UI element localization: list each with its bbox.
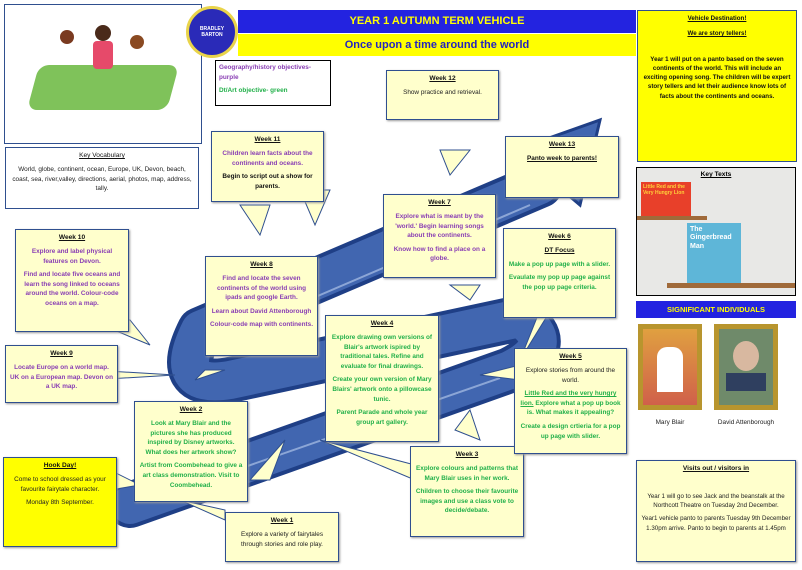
destination-text: Year 1 will put on a panto based on the … bbox=[643, 55, 791, 100]
colour-key: Geography/history objectives- purple Dt/… bbox=[215, 60, 331, 106]
week-6-text-1: Make a pop up page with a slider. bbox=[508, 260, 611, 268]
week-11-text-1: Children learn facts about the continent… bbox=[222, 149, 313, 167]
vocab-text: World, globe, continent, ocean, Europe, … bbox=[12, 165, 192, 193]
key-texts-title: Key Texts bbox=[700, 171, 732, 178]
week-10-text-2: Find and locate five oceans and learn th… bbox=[23, 271, 121, 307]
week-11-box: Week 11 Children learn facts about the c… bbox=[211, 131, 324, 202]
key-texts: Key Texts Little Red and the Very Hungry… bbox=[636, 167, 796, 296]
week-6-box: Week 6 DT Focus Make a pop up page with … bbox=[503, 228, 616, 318]
week-3-box: Week 3 Explore colours and patterns that… bbox=[410, 446, 524, 537]
week-4-text-3: Parent Parade and whole year group art g… bbox=[336, 409, 428, 426]
vocab-title: Key Vocabulary bbox=[79, 152, 125, 159]
book-little-red: Little Red and the Very Hungry Lion bbox=[641, 182, 691, 216]
visits-text-2: Year1 vehicle panto to parents Tuesday 9… bbox=[641, 515, 791, 532]
significant-individuals-title: SIGNIFICANT INDIVIDUALS bbox=[636, 301, 796, 318]
school-logo-text: BRADLEY BARTON bbox=[199, 26, 225, 38]
individual-name-david-attenborough: David Attenborough bbox=[717, 419, 775, 426]
week-6-text-2: Evaulate my pop up page against the pop … bbox=[508, 274, 611, 291]
book-gingerbread-man: The Gingerbread Man bbox=[687, 223, 741, 283]
week-2-text-2: Artist from Coombehead to give a art cla… bbox=[139, 462, 243, 489]
week-5-text-1: Explore stories from around the world. bbox=[525, 366, 616, 384]
week-12-title: Week 12 bbox=[429, 75, 456, 82]
week-3-text-1: Explore colours and patterns that Mary B… bbox=[416, 464, 518, 482]
key-geography: Geography/history objectives- purple bbox=[219, 64, 311, 81]
week-10-text-1: Explore and label physical features on D… bbox=[31, 247, 113, 265]
visits-text-1: Year 1 will go to see Jack and the beans… bbox=[647, 492, 785, 510]
week-5-box: Week 5 Explore stories from around the w… bbox=[514, 348, 627, 454]
week-13-title: Week 13 bbox=[548, 141, 576, 148]
week-11-text-2: Begin to script out a show for parents. bbox=[222, 173, 313, 190]
visits-box: Visits out / visitors in Year 1 will go … bbox=[636, 460, 796, 562]
week-8-text-2: Learn about David Attenborough bbox=[211, 307, 312, 315]
week-7-text-2: Know how to find a place on a globe. bbox=[393, 245, 486, 263]
week-13-text: Panto week to parents! bbox=[527, 154, 597, 162]
week-1-box: Week 1 Explore a variety of fairytales t… bbox=[225, 512, 339, 562]
david-attenborough-portrait bbox=[714, 324, 778, 410]
week-4-text-1: Explore drawing own versions of Blair's … bbox=[331, 333, 433, 370]
school-logo: BRADLEY BARTON bbox=[186, 6, 238, 58]
children-reading-image bbox=[4, 4, 202, 144]
vehicle-destination: Vehicle Destination! We are story teller… bbox=[637, 10, 797, 162]
week-12-box: Week 12 Show practice and retrieval. bbox=[386, 70, 499, 120]
week-6-title: Week 6 bbox=[548, 233, 571, 240]
page-title: YEAR 1 AUTUMN TERM VEHICLE bbox=[238, 10, 636, 33]
hook-title: Hook Day! bbox=[43, 462, 77, 469]
week-6-subtitle: DT Focus bbox=[544, 246, 575, 254]
week-11-title: Week 11 bbox=[254, 136, 281, 143]
week-12-text: Show practice and retrieval. bbox=[403, 88, 482, 96]
week-5-book-link: Little Red and the very hungry lion. bbox=[520, 390, 617, 407]
week-2-text-1: Look at Mary Blair and the pictures she … bbox=[145, 419, 237, 456]
week-9-box: Week 9 Locate Europe on a world map. UK … bbox=[5, 345, 118, 403]
week-4-text-2: Create your own version of Mary Blairs' … bbox=[332, 376, 432, 403]
week-8-title: Week 8 bbox=[250, 261, 273, 268]
week-10-box: Week 10 Explore and label physical featu… bbox=[15, 229, 129, 332]
week-9-text: Locate Europe on a world map. UK on a Eu… bbox=[10, 363, 113, 391]
week-7-title: Week 7 bbox=[428, 199, 451, 206]
key-art: Dt/Art objective- green bbox=[219, 87, 288, 95]
week-8-text-3: Colour-code map with continents. bbox=[210, 321, 313, 329]
week-8-text-1: Find and locate the seven continents of … bbox=[216, 274, 307, 302]
week-2-box: Week 2 Look at Mary Blair and the pictur… bbox=[134, 401, 248, 502]
week-7-text-1: Explore what is meant by the 'world.' Be… bbox=[395, 212, 484, 240]
hook-text-1: Come to school dressed as your favourite… bbox=[14, 475, 106, 493]
week-2-title: Week 2 bbox=[179, 406, 203, 413]
hook-text-2: Monday 8th September. bbox=[26, 499, 94, 507]
week-7-box: Week 7 Explore what is meant by the 'wor… bbox=[383, 194, 496, 278]
week-1-title: Week 1 bbox=[270, 517, 294, 524]
visits-title: Visits out / visitors in bbox=[682, 465, 750, 472]
week-4-box: Week 4 Explore drawing own versions of B… bbox=[325, 315, 439, 442]
key-vocabulary: Key Vocabulary World, globe, continent, … bbox=[5, 147, 199, 209]
week-10-title: Week 10 bbox=[58, 234, 86, 241]
individual-name-mary-blair: Mary Blair bbox=[655, 419, 685, 426]
week-8-box: Week 8 Find and locate the seven contine… bbox=[205, 256, 318, 356]
week-5-title: Week 5 bbox=[559, 353, 582, 360]
week-3-title: Week 3 bbox=[455, 451, 479, 458]
week-5-text-2: Explore what a pop up book is. What make… bbox=[526, 399, 621, 417]
week-3-text-2: Children to choose their favourite image… bbox=[415, 488, 519, 515]
destination-subtitle: We are story tellers! bbox=[687, 30, 747, 38]
week-4-title: Week 4 bbox=[370, 320, 394, 327]
page-subtitle: Once upon a time around the world bbox=[238, 34, 636, 56]
hook-day-box: Hook Day! Come to school dressed as your… bbox=[3, 457, 117, 547]
mary-blair-portrait bbox=[638, 324, 702, 410]
week-13-box: Week 13 Panto week to parents! bbox=[505, 136, 619, 198]
week-1-text: Explore a variety of fairytales through … bbox=[240, 530, 324, 548]
week-5-text-3: Create a design crtieria for a pop up pa… bbox=[520, 422, 621, 440]
destination-title: Vehicle Destination! bbox=[687, 15, 747, 22]
week-9-title: Week 9 bbox=[50, 350, 73, 357]
